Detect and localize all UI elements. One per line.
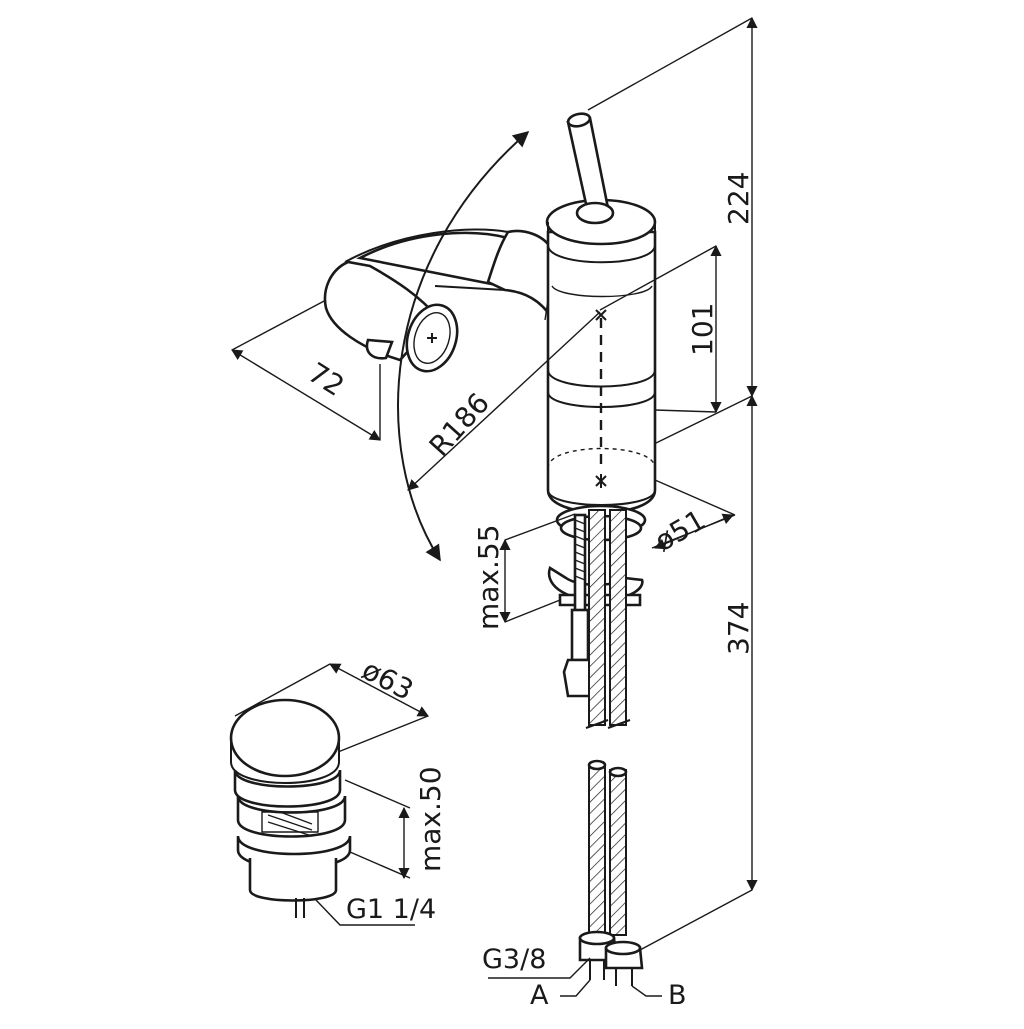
mixer-faucet: [323, 112, 657, 986]
label-body-height: 101: [686, 303, 719, 356]
label-projection: 72: [302, 356, 350, 403]
label-height-lower: 374: [722, 602, 755, 655]
label-radius: R186: [423, 386, 496, 462]
pop-up-waste: [229, 698, 352, 918]
dimension-lines: [231, 16, 758, 997]
faucet-body: [545, 198, 657, 514]
label-connection-b: B: [668, 980, 687, 1011]
label-body-diameter: ø51: [649, 503, 711, 558]
flexible-hoses: [585, 509, 631, 936]
label-supply-thread: G3/8: [482, 944, 546, 975]
label-waste-height: max.50: [414, 766, 447, 872]
label-height-upper: 224: [722, 172, 755, 225]
lever-handle: [566, 112, 615, 225]
label-connection-a: A: [530, 980, 549, 1011]
supply-connectors: [578, 930, 644, 986]
spout: [323, 228, 554, 373]
label-waste-thread: G1 1/4: [346, 894, 436, 925]
label-waste-diameter: ø63: [357, 653, 419, 707]
label-deck-thickness: max.55: [472, 524, 505, 630]
